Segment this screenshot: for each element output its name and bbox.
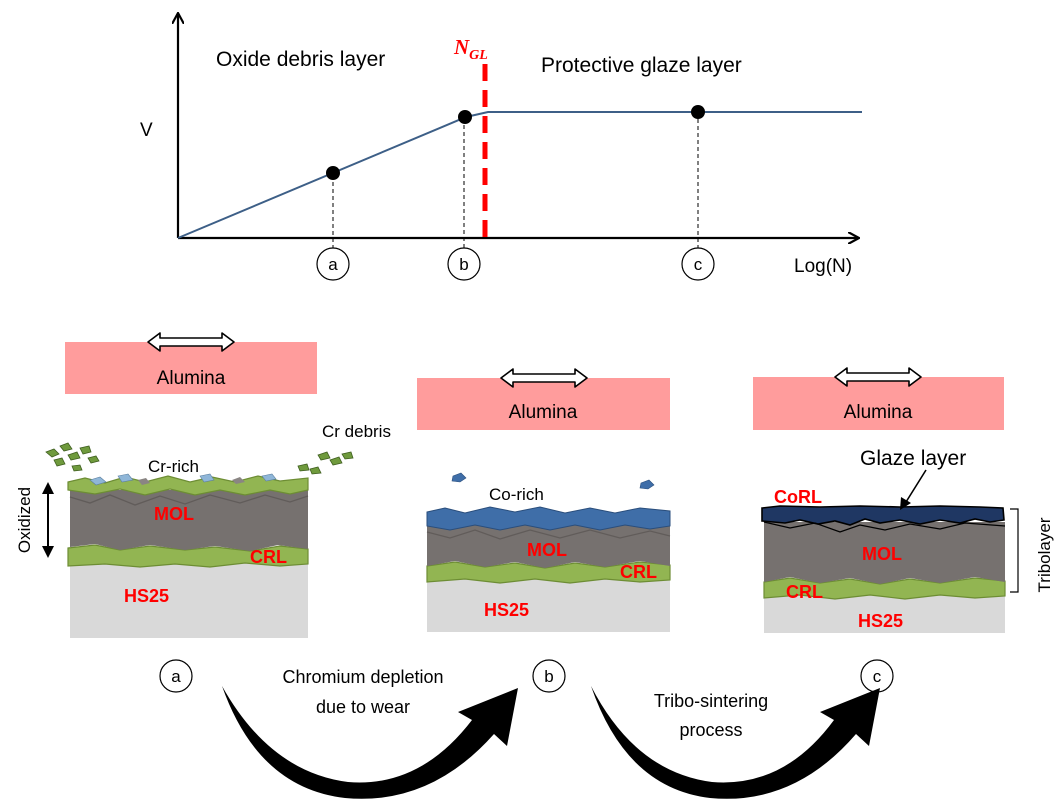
tribolayer-bracket <box>1010 508 1019 593</box>
crl-label-b: CRL <box>620 562 657 582</box>
transition-1-line-1: Chromium depletion <box>282 667 443 687</box>
cr-rich-layer-a <box>67 544 309 568</box>
wear-curve <box>177 111 862 239</box>
sliding-arrow-b <box>500 368 588 388</box>
transition-arrow-1: Chromium depletion due to wear <box>222 667 518 799</box>
co-rich-label: Co-rich <box>489 485 544 504</box>
oxide-layer-a <box>70 490 308 551</box>
mol-label-a: MOL <box>154 504 194 524</box>
alumina-label-c: Alumina <box>844 402 913 423</box>
dashed-drop-lines <box>332 112 699 248</box>
right-region-label: Protective glaze layer <box>541 54 742 77</box>
corl-label: CoRL <box>774 487 822 507</box>
tribolayer-label: Tribolayer <box>1035 517 1054 592</box>
cr-debris-particles-right <box>297 451 354 475</box>
cr-debris-particles-left <box>45 442 100 472</box>
cr-debris-label: Cr debris <box>322 422 391 441</box>
transition-2-line-2: process <box>679 720 742 740</box>
surface-particles-a <box>89 473 277 486</box>
marker-c: c <box>681 247 715 281</box>
marker-c-bottom: c <box>860 659 894 693</box>
wear-volume-graph: a b c Oxide debris layer Protective glaz… <box>140 14 862 281</box>
co-rich-surface-b <box>426 506 671 531</box>
oxidized-label: Oxidized <box>15 487 34 553</box>
curved-arrow-b-to-c-icon <box>591 686 880 799</box>
cr-rich-layer-c <box>763 577 1006 600</box>
marker-b-bottom: b <box>532 659 566 693</box>
alumina-label-a: Alumina <box>157 368 226 389</box>
marker-a: a <box>316 247 350 281</box>
alumina-block-c <box>753 377 1004 430</box>
panel-b: Alumina Co-rich MOL CRL HS25 b <box>417 368 671 693</box>
marker-c-bottom-label: c <box>873 667 882 686</box>
substrate-c <box>764 592 1005 633</box>
x-axis-label: Log(N) <box>794 256 852 277</box>
marker-b: b <box>447 247 481 281</box>
sliding-arrow-c <box>834 367 922 387</box>
hs25-label-a: HS25 <box>124 586 169 606</box>
cr-rich-layer-b <box>426 561 671 584</box>
oxide-layer-c <box>764 522 1005 584</box>
panel-c: Alumina CoRL Glaze layer MOL CRL HS25 Tr… <box>753 367 1054 693</box>
cr-rich-label: Cr-rich <box>148 457 199 476</box>
left-region-label: Oxide debris layer <box>216 48 385 71</box>
alumina-block-a <box>65 342 317 394</box>
marker-b-bottom-label: b <box>544 667 553 686</box>
marker-c-label: c <box>694 255 703 274</box>
mol-label-c: MOL <box>862 544 902 564</box>
hs25-label-b: HS25 <box>484 600 529 620</box>
glaze-interface-texture <box>763 521 1006 533</box>
marker-a-label: a <box>328 255 338 274</box>
marker-a-bottom: a <box>159 659 193 693</box>
mixed-oxide-texture-b <box>426 529 671 540</box>
data-point-c <box>691 105 705 119</box>
alumina-label-b: Alumina <box>509 402 578 423</box>
glaze-layer-label: Glaze layer <box>860 447 966 470</box>
y-axis-label: V <box>140 120 153 141</box>
data-point-b <box>458 110 472 124</box>
transition-2-line-1: Tribo-sintering <box>654 691 768 711</box>
transition-arrow-2: Tribo-sintering process <box>591 686 880 799</box>
sliding-arrow-a <box>147 332 235 352</box>
mixed-oxide-texture-a <box>69 494 309 506</box>
oxide-layer-b <box>427 522 670 568</box>
marker-a-bottom-label: a <box>171 667 181 686</box>
curved-arrow-a-to-b-icon <box>222 686 518 799</box>
hs25-label-c: HS25 <box>858 611 903 631</box>
glaze-pointer-arrow <box>900 469 927 510</box>
mol-label-b: MOL <box>527 540 567 560</box>
marker-b-label: b <box>459 255 468 274</box>
alumina-block-b <box>417 378 670 430</box>
threshold-symbol: N <box>453 35 470 59</box>
oxidized-double-arrow <box>42 482 54 558</box>
co-debris-left <box>451 472 467 483</box>
crl-label-c: CRL <box>786 582 823 602</box>
threshold-label: NGL <box>453 35 488 63</box>
threshold-subscript: GL <box>469 48 488 63</box>
transition-1-line-2: due to wear <box>316 697 410 717</box>
panel-a: Alumina <box>15 332 391 693</box>
co-debris-right <box>639 479 655 490</box>
substrate-a <box>70 560 308 638</box>
data-point-a <box>326 166 340 180</box>
substrate-b <box>427 578 670 632</box>
crl-label-a: CRL <box>250 547 287 567</box>
